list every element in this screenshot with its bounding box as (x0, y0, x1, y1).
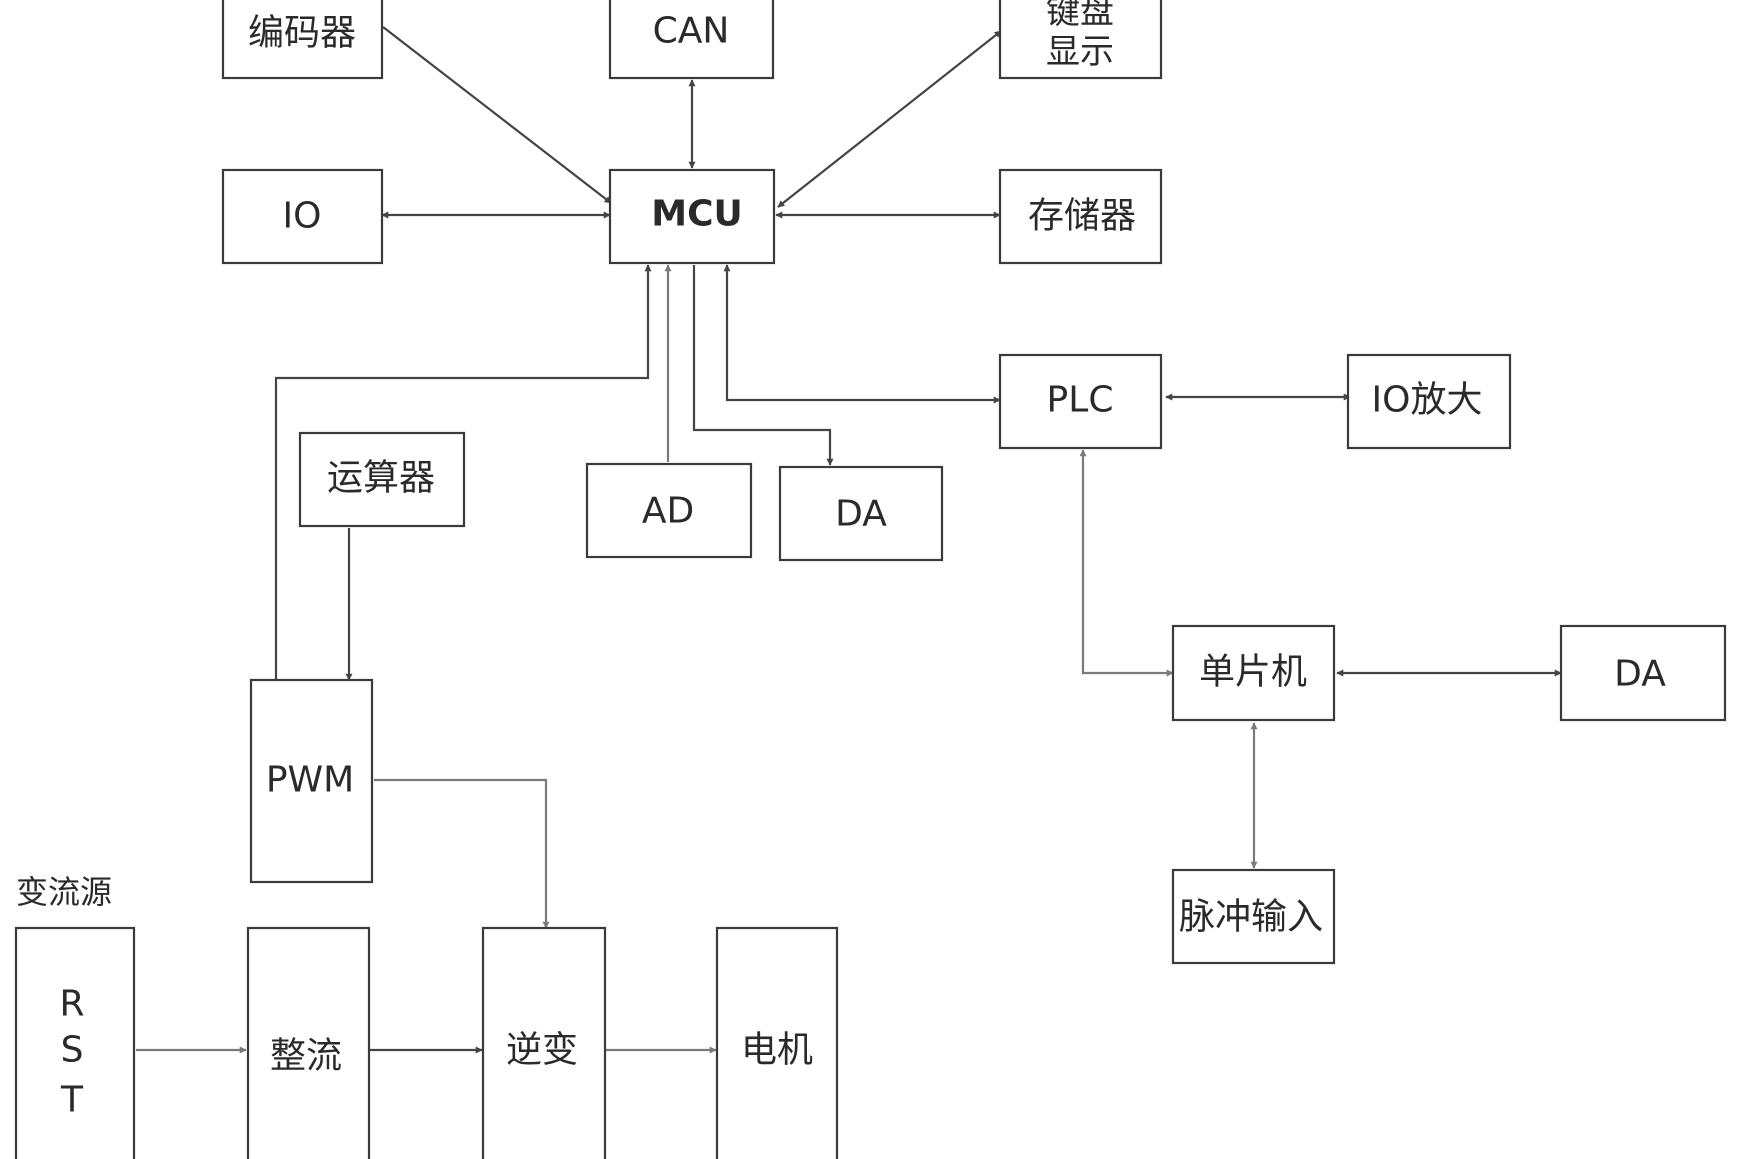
motor-label: 电机 (741, 1030, 813, 1071)
rectifier-label: 整流 (270, 1036, 342, 1077)
rectifier-box: 整流 (246, 926, 371, 1159)
plc-label: PLC (1047, 380, 1114, 421)
operator-label: 运算器 (327, 458, 435, 499)
single-chip-box: 单片机 (1171, 624, 1336, 722)
rst-box: R S T (14, 926, 136, 1159)
io-box: IO (221, 168, 384, 265)
pwm-box: PWM (249, 678, 374, 884)
keyboard-label-line1: 键盘 (1046, 0, 1114, 32)
edge-mcu-keyboard (777, 30, 1002, 208)
operator-box: 运算器 (298, 431, 466, 528)
rst-label-r: R (59, 984, 84, 1025)
io-amplifier-label: IO放大 (1372, 380, 1483, 421)
plc-box: PLC (998, 353, 1163, 450)
memory-box: 存储器 (998, 168, 1163, 265)
rst-label-t: T (60, 1080, 84, 1121)
rst-label-s: S (61, 1030, 84, 1071)
pulse-input-label: 脉冲输入 (1179, 897, 1323, 938)
edge-plc-single (1079, 449, 1174, 677)
encoder-box: 编码器 (221, 0, 384, 80)
mcu-label: MCU (651, 194, 742, 235)
ad-box: AD (585, 462, 753, 559)
edge-mcu-plc (723, 264, 1001, 404)
edge-pwm-mcu (274, 264, 652, 680)
pulse-input-box: 脉冲输入 (1171, 868, 1336, 965)
da-single-box: DA (1559, 624, 1727, 722)
single-chip-label: 单片机 (1199, 652, 1307, 693)
inverter-label: 逆变 (506, 1030, 578, 1071)
can-box: CAN (608, 0, 775, 80)
da-mcu-box: DA (778, 465, 944, 562)
edge-pwm-inverter (374, 778, 550, 929)
da-mcu-label: DA (835, 494, 887, 535)
encoder-label: 编码器 (248, 13, 356, 54)
pwm-label: PWM (266, 760, 354, 801)
inverter-box: 逆变 (481, 926, 607, 1159)
keyboard-display-box: 键盘 显示 (998, 0, 1163, 80)
ad-label: AD (642, 491, 694, 532)
can-label: CAN (653, 11, 730, 52)
edge-encoder-mcu (382, 26, 612, 204)
io-amplifier-box: IO放大 (1346, 353, 1512, 450)
io-label: IO (283, 196, 322, 237)
da-single-label: DA (1614, 654, 1666, 695)
motor-box: 电机 (715, 926, 839, 1159)
keyboard-label-line2: 显示 (1046, 32, 1114, 72)
mcu-box: MCU (608, 168, 776, 265)
edge-mcu-da (692, 265, 834, 466)
source-label: 变流源 (16, 873, 112, 911)
memory-label: 存储器 (1028, 196, 1136, 237)
